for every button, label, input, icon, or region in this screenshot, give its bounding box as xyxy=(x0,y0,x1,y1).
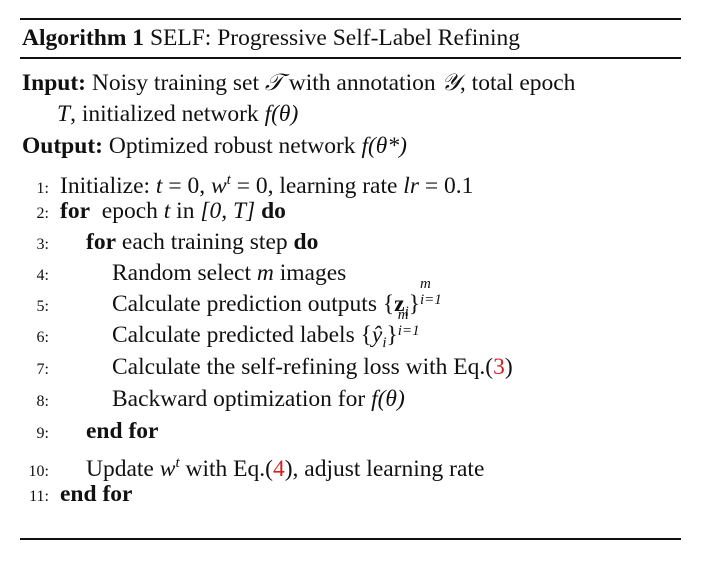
input-text-a: Noisy training set xyxy=(91,70,265,96)
network-symbol: f(θ) xyxy=(371,386,405,412)
math-brace-close: } xyxy=(408,291,421,317)
bottom-rule xyxy=(20,538,681,540)
algorithm-step: 7: Calculate the self-refining loss with … xyxy=(0,352,513,383)
math-brace-close: } xyxy=(386,322,398,348)
keyword-for: for xyxy=(60,198,91,224)
math-t: t xyxy=(163,198,171,224)
line-number: 10: xyxy=(28,463,49,480)
input-line-2: T, initialized network f(θ) xyxy=(22,99,682,130)
input-text-c: , total epoch xyxy=(459,70,576,96)
algorithm-label: Algorithm 1 xyxy=(22,25,145,51)
output-spec: Output: Optimized robust network f(θ*) xyxy=(22,131,407,162)
output-text: Optimized robust network xyxy=(108,133,362,159)
math-z: z xyxy=(394,291,405,317)
keyword-end-for: end for xyxy=(86,418,159,444)
keyword-do: do xyxy=(261,198,286,224)
math-superscript: t xyxy=(175,455,180,471)
math-superscript: m xyxy=(397,307,409,323)
step-text: Calculate the self-refining loss with Eq… xyxy=(112,354,494,380)
line-number: 4: xyxy=(36,267,49,284)
step-text: Random select xyxy=(112,260,257,286)
algorithm-step: 8: Backward optimization for f(θ) xyxy=(0,384,405,415)
keyword-for: for xyxy=(86,229,117,255)
math-subscript: i xyxy=(382,335,387,351)
step-text: Calculate predicted labels xyxy=(112,322,361,348)
step-text: = 0, learning rate xyxy=(230,173,404,199)
math-subscript: i=1 xyxy=(420,292,442,308)
math-superscript: m xyxy=(420,276,431,292)
step-text: ) xyxy=(504,354,513,380)
step-text: images xyxy=(273,260,347,286)
line-number: 8: xyxy=(36,393,49,410)
line-number: 3: xyxy=(36,236,49,253)
algorithm-caption: Algorithm 1 SELF: Progressive Self-Label… xyxy=(22,21,520,55)
algorithm-step: 2: for epoch t in [0, T] do xyxy=(0,196,286,227)
keyword-end-for: end for xyxy=(60,481,133,507)
math-subscript: i=1 xyxy=(397,323,420,339)
input-text-d: , initialized network xyxy=(70,101,265,127)
line-number: 11: xyxy=(29,488,49,505)
algorithm-step: 10: Update wt with Eq.(4), adjust learnin… xyxy=(0,448,485,482)
math-superscript: t xyxy=(226,172,231,188)
epoch-symbol: T xyxy=(57,101,71,127)
algorithm-title: SELF: Progressive Self-Label Refining xyxy=(149,25,521,51)
math-t: t xyxy=(155,173,163,199)
equation-reference-link[interactable]: 3 xyxy=(493,354,505,380)
line-number: 6: xyxy=(36,329,49,346)
line-number: 1: xyxy=(36,180,49,197)
step-text: Update xyxy=(86,456,160,482)
step-text: in xyxy=(170,198,201,224)
equation-reference-link[interactable]: 4 xyxy=(272,456,285,482)
line-number: 5: xyxy=(36,298,49,315)
step-text: each training step xyxy=(116,229,294,255)
network-symbol: f(θ) xyxy=(264,101,299,127)
line-number: 7: xyxy=(36,361,49,378)
math-brace-open: { xyxy=(382,291,395,317)
annotation-symbol: 𝒴 xyxy=(441,68,460,96)
math-m: m xyxy=(256,260,274,286)
step-text: = 0, xyxy=(162,173,211,199)
input-key: Input: xyxy=(22,70,87,96)
math-subscript: i xyxy=(404,304,409,320)
algorithm-step: 3: for each training step do xyxy=(0,227,319,258)
input-spec: Input: Noisy training set 𝒯 with annotat… xyxy=(22,67,682,130)
training-set-symbol: 𝒯 xyxy=(264,68,283,96)
input-line-1: Input: Noisy training set 𝒯 with annotat… xyxy=(22,67,682,99)
algorithm-step: 11: end for xyxy=(0,479,132,510)
step-text: Backward optimization for xyxy=(112,386,372,412)
algorithm-step: 9: end for xyxy=(0,416,159,447)
math-w: w xyxy=(210,173,227,199)
input-text-b: with annotation xyxy=(282,70,442,96)
line-number: 2: xyxy=(36,205,49,222)
math-lr: lr xyxy=(403,173,419,199)
line-number: 9: xyxy=(36,425,49,442)
math-range: [0, T] xyxy=(200,198,256,224)
math-w: w xyxy=(159,456,176,482)
optimized-network-symbol: f(θ*) xyxy=(361,133,407,159)
algorithm-step: 1:Initialize: t = 0, wt = 0, learning ra… xyxy=(0,165,474,199)
step-text: = 0.1 xyxy=(418,173,474,199)
step-text: Initialize: xyxy=(60,173,156,199)
step-text: Calculate prediction outputs xyxy=(112,291,383,317)
math-brace-open: { xyxy=(360,322,372,348)
keyword-do: do xyxy=(293,229,319,255)
step-text: with Eq.( xyxy=(179,456,273,482)
algorithm-step: 4: Random select m images xyxy=(0,258,347,289)
caption-rule xyxy=(20,57,681,59)
top-rule xyxy=(20,18,681,20)
math-y-hat: ŷ xyxy=(371,322,383,348)
step-text: epoch xyxy=(90,198,164,224)
output-key: Output: xyxy=(22,133,103,159)
step-text: ), adjust learning rate xyxy=(284,456,485,482)
